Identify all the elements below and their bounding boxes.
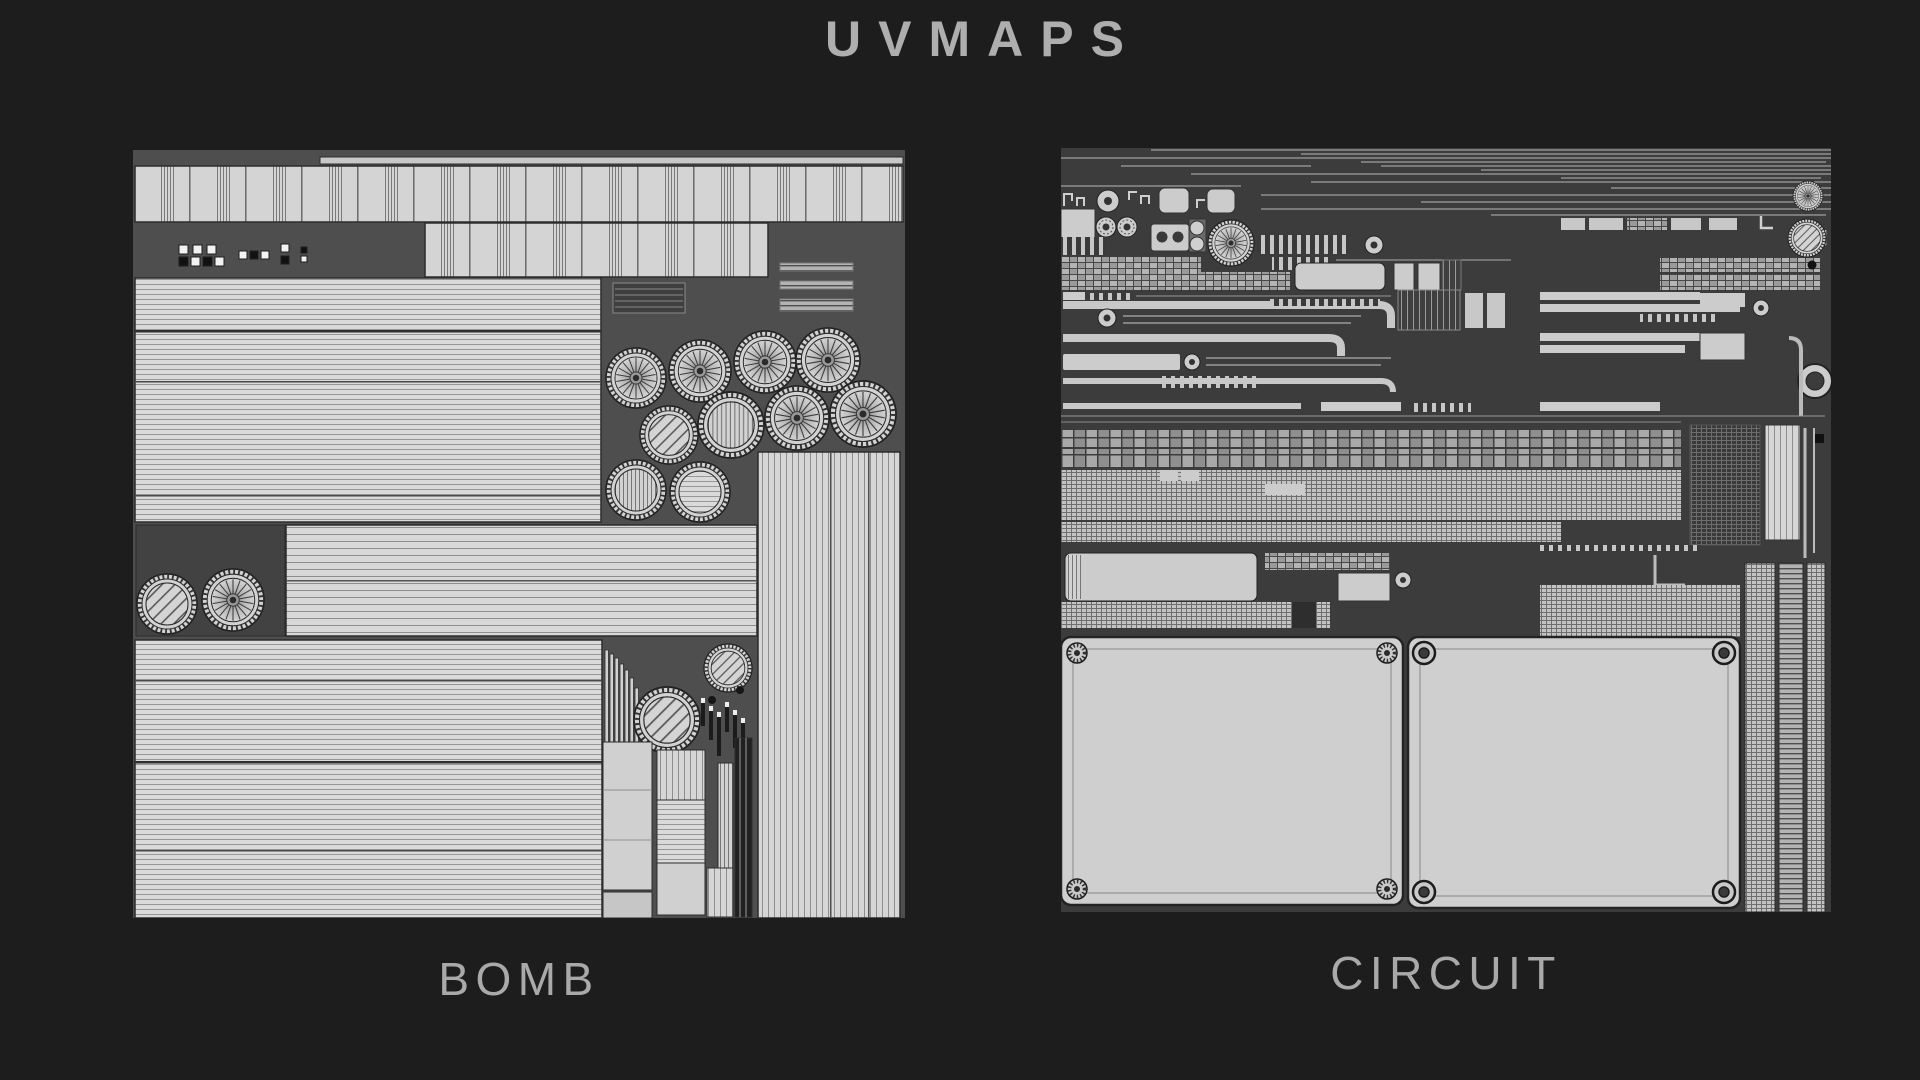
- pcb-plate-left: [1061, 635, 1405, 907]
- gear-disk-small: [1793, 181, 1823, 211]
- lined-dark-plate: [612, 282, 686, 314]
- pad-with-dots: [1150, 223, 1190, 252]
- pcb-plate-right: [1406, 635, 1742, 910]
- washer-icon: [1096, 189, 1120, 213]
- page-title: UVMAPS: [825, 11, 1141, 67]
- checker-bands-upper: [1061, 257, 1820, 291]
- small-uv-squares-cluster: [178, 243, 308, 267]
- fan-disk: [1208, 220, 1254, 266]
- bottom-right-cluster: [602, 644, 753, 918]
- checker-bands-big: [1061, 430, 1824, 467]
- uvmap-panel-bomb: BOMB: [133, 150, 905, 1005]
- gear-disk-hatched: [1788, 219, 1826, 257]
- vertical-striped-column: [757, 451, 901, 918]
- bracket-glyphs: [1063, 191, 1205, 208]
- bomb-uv-wireframe: [133, 150, 905, 918]
- side-columns: [1744, 562, 1826, 912]
- top-bands: [134, 156, 904, 312]
- dark-inset-with-disks: [135, 524, 286, 637]
- small-pads-right: [1561, 218, 1737, 230]
- striped-blocks: [134, 277, 758, 918]
- panel-label-bomb: BOMB: [438, 953, 600, 1005]
- uvmap-panel-circuit: CIRCUIT: [1061, 148, 1831, 999]
- stacked-pads: [1188, 218, 1207, 253]
- trace-rows: [1061, 289, 1831, 423]
- circuit-uv-wireframe: [1061, 148, 1831, 912]
- washer-icon-2: [1364, 235, 1384, 255]
- component-pins: [701, 698, 745, 756]
- grid-bands: [1061, 424, 1815, 637]
- component-icons: [1061, 181, 1826, 266]
- panel-label-circuit: CIRCUIT: [1330, 947, 1562, 999]
- wire-lines: [1061, 149, 1831, 216]
- stair-blocks: [602, 737, 753, 918]
